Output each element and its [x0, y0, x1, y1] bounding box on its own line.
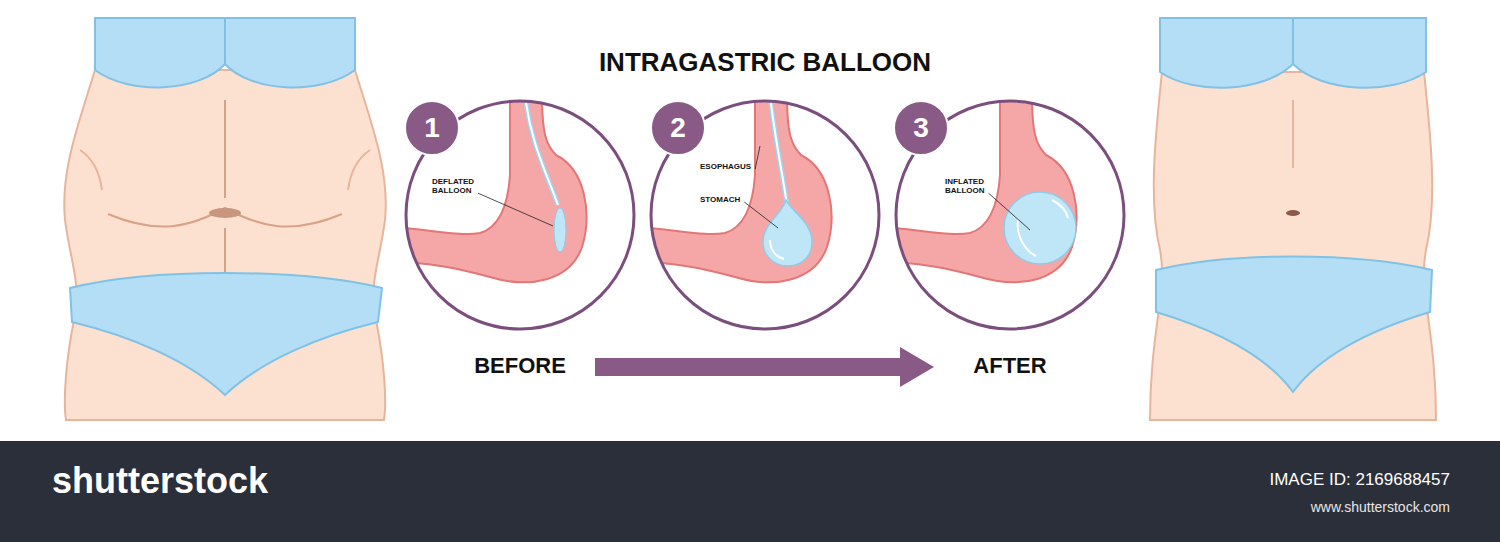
torso-after — [1150, 18, 1436, 420]
stage-label: AFTER — [950, 353, 1070, 378]
step-badge: 3 — [893, 100, 949, 156]
callout-number: 3 — [913, 112, 929, 144]
torso-before — [64, 18, 386, 420]
stomach-panel-2 — [635, 95, 879, 329]
diagram-title: INTRAGASTRIC BALLOON — [515, 48, 1015, 78]
watermark-logo: shutterstock — [52, 460, 372, 501]
leader-line — [755, 146, 760, 169]
watermark-url: www.shutterstock.com — [1110, 499, 1450, 515]
part-label: ESOPHAGUS — [700, 162, 760, 171]
part-label: INFLATED BALLOON — [945, 177, 997, 195]
stomach-panel-3 — [880, 95, 1124, 329]
progress-arrow — [595, 347, 934, 387]
leader-line — [744, 202, 778, 228]
image-id: IMAGE ID: 2169688457 — [1110, 470, 1450, 490]
footer-bar — [0, 441, 1500, 542]
stomach-panel-1 — [390, 95, 634, 329]
step-badge: 1 — [404, 100, 460, 156]
leader-line — [478, 193, 553, 226]
part-label: DEFLATED BALLOON — [432, 177, 484, 195]
callout-number: 2 — [670, 112, 686, 144]
leader-line — [989, 193, 1030, 230]
part-label: STOMACH — [700, 195, 760, 204]
callout-number: 1 — [424, 112, 440, 144]
stage-label: BEFORE — [460, 353, 580, 378]
step-badge: 2 — [650, 100, 706, 156]
